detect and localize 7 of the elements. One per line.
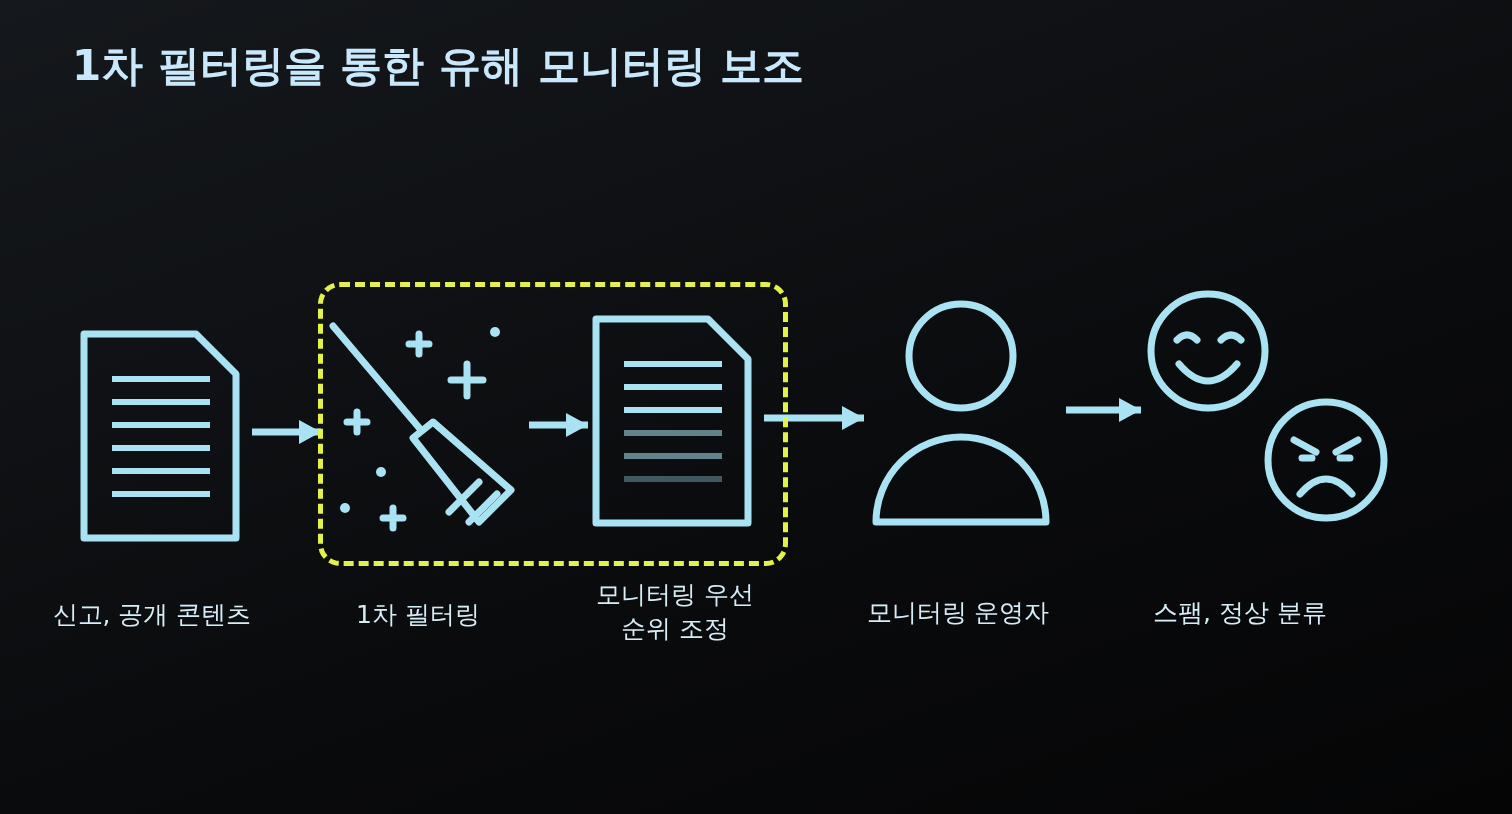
icon-caption: 신고, 공개 콘텐츠 xyxy=(52,599,252,631)
title: 1차 필터링을 통한 유해 모니터링 보조 xyxy=(72,40,805,92)
icon-caption: 모니터링 운영자 xyxy=(866,597,1050,629)
icon-caption: 스팸, 정상 분류 xyxy=(1153,597,1327,629)
dashed-group-box xyxy=(318,282,788,566)
icon-caption: 모니터링 우선 순위 조정 xyxy=(595,579,755,645)
icon-caption: 1차 필터링 xyxy=(356,599,480,631)
